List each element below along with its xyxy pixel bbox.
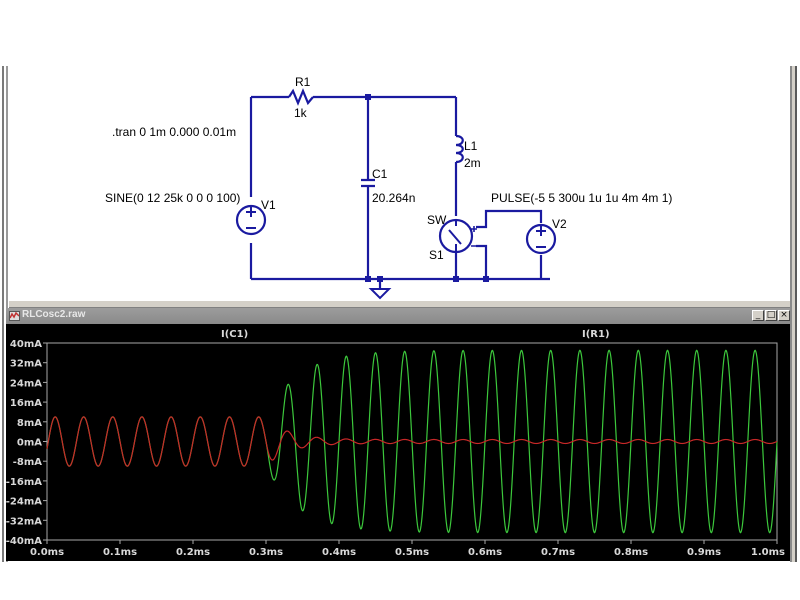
junction-dot: [377, 276, 383, 282]
maximize-button[interactable]: □: [765, 310, 777, 321]
waveform-window[interactable]: RLCosc2.raw _ □ × I(C1) I(R1) 40mA 32mA 24…: [6, 308, 790, 561]
schematic-editor[interactable]: R1 1k C1 20.264n L1 2m V1 SINE(0 12 25k …: [9, 66, 789, 301]
tran-directive[interactable]: .tran 0 1m 0.000 0.01m: [112, 125, 236, 139]
x-tick-label: 0.8ms: [614, 547, 648, 558]
window-splitter[interactable]: [9, 300, 790, 308]
voltage-source-v2[interactable]: V2 PULSE(-5 5 300u 1u 1u 4m 4m 1): [491, 191, 672, 255]
v1-value: SINE(0 12 25k 0 0 0 100): [105, 191, 240, 205]
y-tick-label: 0mA: [17, 438, 42, 449]
wire: [476, 244, 488, 279]
close-button[interactable]: ×: [778, 310, 790, 321]
wires: [249, 95, 550, 289]
r1-value: 1k: [294, 106, 308, 120]
x-tick-label: 0.1ms: [103, 547, 137, 558]
legend-i-r1[interactable]: I(R1): [582, 329, 610, 340]
junction-dot: [453, 276, 459, 282]
trace-ir1[interactable]: [46, 416, 778, 467]
minimize-button[interactable]: _: [752, 310, 764, 321]
s1-model: SW: [427, 213, 447, 227]
wire: [476, 209, 543, 229]
capacitor-symbol-icon: [361, 178, 375, 188]
y-tick-label: 32mA: [10, 359, 42, 370]
s1-name: S1: [429, 248, 444, 262]
y-tick-label: 40mA: [10, 339, 42, 350]
c1-value: 20.264n: [372, 191, 415, 205]
waveform-chart[interactable]: I(C1) I(R1) 40mA 32mA 24mA 16mA 8mA 0mA -8mA -1…: [6, 324, 790, 561]
y-tick-label: -32mA: [6, 516, 42, 527]
voltage-source-icon: [235, 204, 267, 236]
junction-dot: [365, 276, 371, 282]
waveform-app-icon: [9, 311, 20, 321]
y-tick-label: -24mA: [6, 497, 42, 508]
inductor-l1[interactable]: L1 2m: [455, 134, 481, 170]
v2-name: V2: [552, 217, 567, 231]
legend-i-c1[interactable]: I(C1): [221, 329, 248, 340]
switch-s1[interactable]: SW S1: [427, 213, 477, 262]
waveform-plot[interactable]: I(C1) I(R1) 40mA 32mA 24mA 16mA 8mA 0mA -8mA -1…: [6, 324, 790, 561]
junction-dot: [483, 276, 489, 282]
voltage-source-icon: [525, 223, 557, 255]
r1-name: R1: [295, 75, 311, 89]
x-tick-label: 0.5ms: [395, 547, 429, 558]
y-axis: 40mA 32mA 24mA 16mA 8mA 0mA -8mA -16mA -24mA -32m…: [6, 339, 47, 547]
junctions: [365, 94, 489, 282]
x-tick-label: 0.4ms: [322, 547, 356, 558]
x-tick-label: 0.6ms: [468, 547, 502, 558]
x-tick-label: 0.9ms: [687, 547, 721, 558]
waveform-title: RLCosc2.raw: [22, 309, 86, 320]
v1-name: V1: [261, 198, 276, 212]
inductor-symbol-icon: [455, 134, 464, 164]
capacitor-c1[interactable]: C1 20.264n: [361, 167, 415, 205]
x-tick-label: 0.3ms: [249, 547, 283, 558]
voltage-source-v1[interactable]: V1 SINE(0 12 25k 0 0 0 100): [105, 191, 276, 236]
y-tick-label: -16mA: [6, 477, 42, 488]
polarity-icon: [471, 226, 477, 247]
resistor-symbol-icon: [288, 88, 314, 106]
polarity-icon: [246, 207, 256, 229]
y-tick-label: -8mA: [13, 457, 43, 468]
y-tick-label: 24mA: [10, 378, 42, 389]
schematic-canvas[interactable]: R1 1k C1 20.264n L1 2m V1 SINE(0 12 25k …: [9, 66, 789, 300]
c1-name: C1: [372, 167, 388, 181]
x-tick-label: 0.7ms: [541, 547, 575, 558]
resistor-r1[interactable]: R1 1k: [288, 75, 314, 120]
ground-icon: [368, 288, 392, 300]
v2-value: PULSE(-5 5 300u 1u 1u 4m 4m 1): [491, 191, 672, 205]
l1-name: L1: [464, 139, 478, 153]
switch-contact-icon: [448, 220, 462, 252]
junction-dot: [365, 94, 371, 100]
window-border-right: [790, 66, 797, 562]
polarity-icon: [536, 226, 546, 248]
waveform-title-bar[interactable]: RLCosc2.raw _ □ ×: [6, 308, 790, 324]
x-tick-label: 1.0ms: [751, 547, 785, 558]
x-axis: 0.0ms 0.1ms 0.2ms 0.3ms 0.4ms 0.5ms 0.6ms 0.7ms…: [30, 540, 785, 558]
l1-value: 2m: [464, 156, 481, 170]
traces: [46, 349, 778, 534]
y-tick-label: 8mA: [17, 418, 42, 429]
y-tick-label: 16mA: [10, 398, 42, 409]
y-tick-label: -40mA: [6, 536, 42, 547]
x-tick-label: 0.2ms: [176, 547, 210, 558]
x-tick-label: 0.0ms: [30, 547, 64, 558]
